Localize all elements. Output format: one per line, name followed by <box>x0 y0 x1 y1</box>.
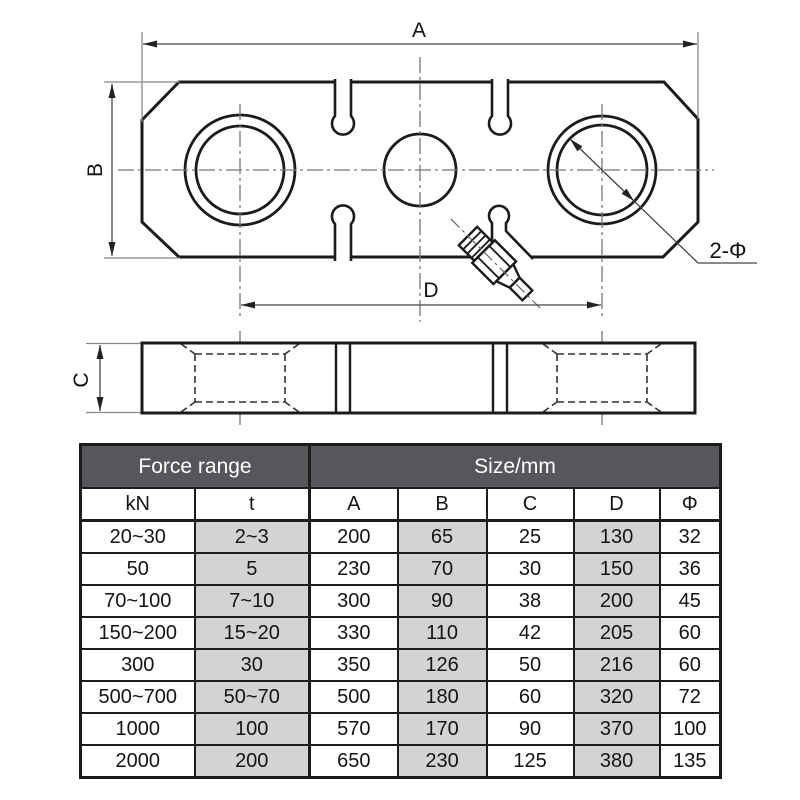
cell: 60 <box>658 616 722 650</box>
gland-axis-centerline <box>450 218 541 309</box>
cell: 330 <box>308 616 399 650</box>
dim-c-label: C <box>70 372 93 387</box>
bottom-slot-left <box>330 204 356 261</box>
cell: 200 <box>308 519 399 554</box>
cell: 380 <box>572 744 661 779</box>
cell: 50 <box>79 552 196 586</box>
cell: 25 <box>485 519 575 554</box>
cell: 126 <box>396 648 488 682</box>
cell: 350 <box>308 648 399 682</box>
group-header-force-range: Force range <box>79 443 311 489</box>
cell: 230 <box>396 744 488 779</box>
cell: 300 <box>79 648 196 682</box>
table-row: 70~100 7~10 300 90 38 200 45 <box>79 584 722 618</box>
cell: 230 <box>308 552 399 586</box>
dimensions <box>86 32 757 414</box>
column-header-row: kN t A B C D Φ <box>79 487 722 522</box>
cell: 205 <box>572 616 661 650</box>
cell: 90 <box>396 584 488 618</box>
top-slot-right <box>487 79 513 136</box>
cell: 170 <box>396 712 488 746</box>
cell: 50~70 <box>193 680 311 714</box>
cell: 2~3 <box>193 519 311 554</box>
cell: 570 <box>308 712 399 746</box>
cell: 1000 <box>79 712 196 746</box>
group-header-size-mm: Size/mm <box>308 443 722 489</box>
cell: 65 <box>396 519 488 554</box>
cell: 100 <box>193 712 311 746</box>
cell: 7~10 <box>193 584 311 618</box>
dim-a-label: A <box>412 19 426 42</box>
table-row: 300 30 350 126 50 216 60 <box>79 648 722 682</box>
col-header-b: B <box>396 487 488 522</box>
cell: 500~700 <box>79 680 196 714</box>
phi-diameter-arrow <box>569 138 635 202</box>
technical-drawing: A B D C 2-Φ <box>70 19 757 425</box>
table-row: 50 5 230 70 30 150 36 <box>79 552 722 586</box>
col-header-phi: Φ <box>658 487 722 522</box>
cell: 150 <box>572 552 661 586</box>
cell: 50 <box>485 648 575 682</box>
cell: 216 <box>572 648 661 682</box>
cell: 60 <box>485 680 575 714</box>
phi-leader-diagonal <box>633 200 699 264</box>
cell: 130 <box>572 519 661 554</box>
top-slot-left <box>330 79 356 136</box>
hidden-hole-right <box>542 343 662 413</box>
col-header-t: t <box>193 487 311 522</box>
cell: 300 <box>308 584 399 618</box>
table-row: 150~200 15~20 330 110 42 205 60 <box>79 616 722 650</box>
cable-gland <box>450 218 541 309</box>
side-view <box>140 341 697 415</box>
cell: 90 <box>485 712 575 746</box>
cell: 370 <box>572 712 661 746</box>
dim-b-label: B <box>84 163 107 177</box>
cell: 42 <box>485 616 575 650</box>
cell: 72 <box>658 680 722 714</box>
col-header-c: C <box>485 487 575 522</box>
dim-d-label: D <box>423 279 438 302</box>
cell: 100 <box>658 712 722 746</box>
table-row: 500~700 50~70 500 180 60 320 72 <box>79 680 722 714</box>
cell: 70~100 <box>79 584 196 618</box>
cell: 36 <box>658 552 722 586</box>
cell: 180 <box>396 680 488 714</box>
cell: 5 <box>193 552 311 586</box>
spec-table: Force range Size/mm kN t A B C D Φ 20~30… <box>79 443 723 779</box>
col-header-kn: kN <box>79 487 196 522</box>
cell: 110 <box>396 616 488 650</box>
cell: 500 <box>308 680 399 714</box>
cell: 38 <box>485 584 575 618</box>
cell: 125 <box>485 744 575 779</box>
cell: 30 <box>193 648 311 682</box>
group-header-row: Force range Size/mm <box>79 443 722 489</box>
cell: 650 <box>308 744 399 779</box>
cell: 2000 <box>79 744 196 779</box>
cell: 200 <box>193 744 311 779</box>
cell: 135 <box>658 744 722 779</box>
table-row: 20~30 2~3 200 65 25 130 32 <box>79 519 722 554</box>
cell: 70 <box>396 552 488 586</box>
cell: 200 <box>572 584 661 618</box>
cell: 32 <box>658 519 722 554</box>
col-header-d: D <box>572 487 661 522</box>
hidden-hole-left <box>180 343 300 413</box>
cell: 45 <box>658 584 722 618</box>
cell: 15~20 <box>193 616 311 650</box>
cell: 60 <box>658 648 722 682</box>
cell: 30 <box>485 552 575 586</box>
table-row: 2000 200 650 230 125 380 135 <box>79 744 722 779</box>
cell: 150~200 <box>79 616 196 650</box>
hole-callout-label: 2-Φ <box>709 238 746 263</box>
cell: 20~30 <box>79 519 196 554</box>
col-header-a: A <box>308 487 399 522</box>
table-row: 1000 100 570 170 90 370 100 <box>79 712 722 746</box>
cell: 320 <box>572 680 661 714</box>
